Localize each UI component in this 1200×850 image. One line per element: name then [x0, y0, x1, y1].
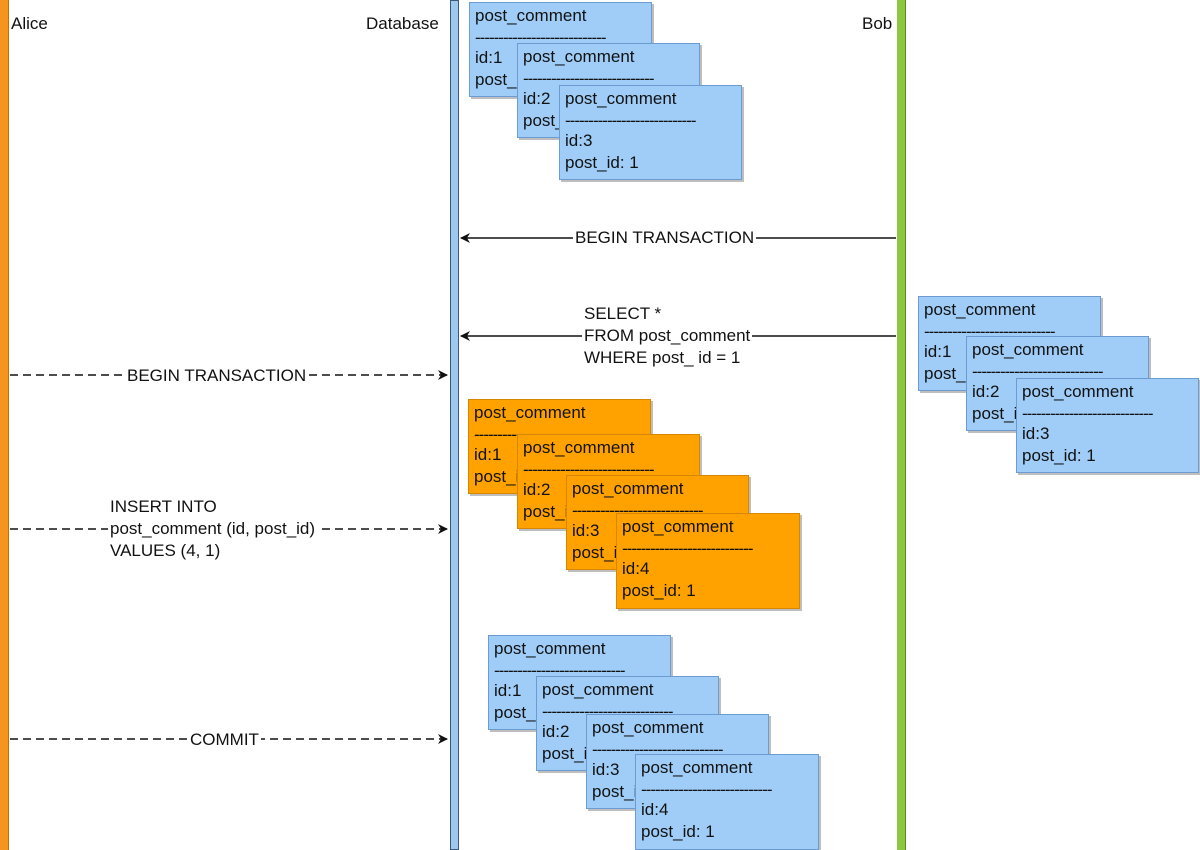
record-table-name: post_comment: [572, 479, 684, 498]
record-card: post_comment ---------------------------…: [559, 85, 742, 180]
record-id: id:3: [592, 760, 620, 779]
record-table-name: post_comment: [1022, 382, 1134, 401]
alice-insert-label: INSERT INTO post_comment (id, post_id) V…: [108, 496, 318, 562]
columns-line: post_comment (id, post_id): [108, 518, 318, 540]
record-table-name: post_comment: [523, 47, 635, 66]
record-post-id: post_id: 1: [641, 822, 715, 841]
record-table-name: post_comment: [622, 517, 734, 536]
record-table-name: post_comment: [972, 340, 1084, 359]
record-id: id:4: [641, 800, 669, 819]
record-separator: ----------------------------: [523, 70, 655, 88]
record-id: id:2: [523, 480, 551, 499]
record-post-id: post_id: 1: [622, 581, 696, 600]
record-separator: ----------------------------: [565, 112, 697, 130]
record-id: id:2: [972, 382, 1000, 401]
record-id: id:3: [572, 521, 600, 540]
record-separator: ----------------------------: [622, 540, 754, 558]
record-separator: ----------------------------: [475, 29, 607, 47]
record-id: id:2: [542, 722, 570, 741]
record-table-name: post_comment: [475, 6, 587, 25]
record-table-name: post_comment: [592, 718, 704, 737]
record-separator: ----------------------------: [641, 781, 773, 799]
record-id: id:2: [523, 89, 551, 108]
record-post-id: post_id: 1: [565, 153, 639, 172]
record-id: id:1: [474, 445, 502, 464]
record-table-name: post_comment: [924, 300, 1036, 319]
record-card: post_comment ---------------------------…: [1016, 378, 1199, 473]
record-separator: ----------------------------: [972, 363, 1104, 381]
alice-begin-label: BEGIN TRANSACTION: [125, 365, 309, 387]
record-separator: ----------------------------: [523, 461, 655, 479]
values-line: VALUES (4, 1): [108, 540, 223, 562]
bob-lifeline: [897, 0, 906, 850]
alice-label: Alice: [11, 14, 48, 33]
record-separator: ----------------------------: [1022, 405, 1154, 423]
bob-label: Bob: [862, 14, 893, 33]
record-id: id:3: [565, 131, 593, 150]
record-post-id: post_id: 1: [1022, 446, 1096, 465]
alice-commit-label: COMMIT: [188, 729, 261, 751]
record-table-name: post_comment: [565, 89, 677, 108]
record-table-name: post_comment: [474, 403, 586, 422]
record-id: id:4: [622, 559, 650, 578]
bob-select-label: SELECT * FROM post_comment WHERE post_ i…: [582, 303, 753, 369]
from-line: FROM post_comment: [582, 325, 753, 347]
where-line: WHERE post_ id = 1: [582, 347, 743, 369]
record-table-name: post_comment: [494, 639, 606, 658]
record-table-name: post_comment: [641, 758, 753, 777]
record-card: post_comment ---------------------------…: [616, 513, 800, 609]
record-id: id:1: [475, 48, 503, 67]
record-id: id:3: [1022, 424, 1050, 443]
record-card: post_comment ---------------------------…: [635, 754, 819, 850]
insert-line: INSERT INTO: [108, 496, 219, 518]
record-id: id:1: [924, 342, 952, 361]
record-table-name: post_comment: [542, 680, 654, 699]
record-table-name: post_comment: [523, 438, 635, 457]
bob-begin-label: BEGIN TRANSACTION: [573, 227, 757, 249]
record-separator: ----------------------------: [494, 662, 626, 680]
database-label: Database: [366, 14, 439, 33]
alice-lifeline: [0, 0, 9, 850]
select-line: SELECT *: [582, 303, 664, 325]
record-id: id:1: [494, 681, 522, 700]
